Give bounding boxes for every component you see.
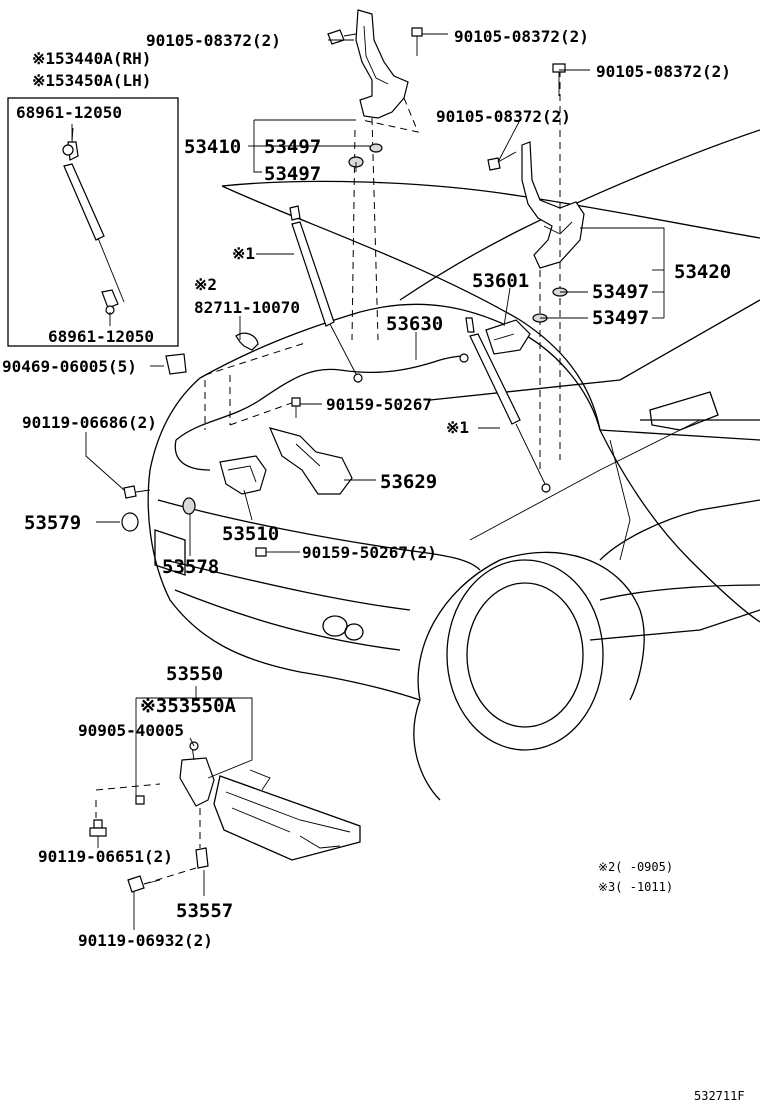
- label-mark1-b: ※1: [446, 418, 469, 437]
- label-90159-50267-b: 90159-50267(2): [302, 543, 437, 562]
- label-90105-08372-a: 90105-08372(2): [146, 31, 281, 50]
- label-53557: 53557: [176, 900, 233, 922]
- radiator-support-panel: [213, 769, 361, 861]
- label-90905-40005: 90905-40005: [78, 721, 184, 740]
- label-90105-08372-d: 90105-08372(2): [436, 107, 571, 126]
- label-53497-a: 53497: [264, 136, 321, 158]
- callout-labels: 90105-08372(2) 90105-08372(2) 90105-0837…: [2, 27, 745, 1103]
- footnote-mark2: ※2( -0905): [598, 860, 673, 874]
- support-struts: [289, 205, 551, 493]
- label-90119-06686: 90119-06686(2): [22, 413, 157, 432]
- label-mark2: ※2: [194, 275, 217, 294]
- label-53629: 53629: [380, 471, 437, 493]
- label-53601: 53601: [472, 270, 529, 292]
- label-53579: 53579: [24, 512, 81, 534]
- bolt-icons: [89, 27, 566, 893]
- label-53630: 53630: [386, 313, 443, 335]
- lower-hood-lock: [95, 741, 215, 885]
- label-53497-b: 53497: [264, 163, 321, 185]
- label-53550a: ※353550A: [140, 695, 237, 717]
- leader-lines: [71, 33, 665, 930]
- label-90469-06005: 90469-06005(5): [2, 357, 137, 376]
- label-90105-08372-b: 90105-08372(2): [454, 27, 589, 46]
- hood-latch-assembly: [165, 319, 531, 495]
- inset-support-strut: [7, 97, 179, 347]
- label-82711-10070: 82711-10070: [194, 298, 300, 317]
- label-53497-c: 53497: [592, 281, 649, 303]
- label-53578: 53578: [162, 556, 219, 578]
- illustration-code: 532711F: [694, 1089, 745, 1103]
- label-53550: 53550: [166, 663, 223, 685]
- label-53410: 53410: [184, 136, 241, 158]
- label-90119-06932: 90119-06932(2): [78, 931, 213, 950]
- label-53440a: ※153440A(RH): [32, 49, 151, 68]
- label-90119-06651: 90119-06651(2): [38, 847, 173, 866]
- label-53497-d: 53497: [592, 307, 649, 329]
- label-53420: 53420: [674, 261, 731, 283]
- release-cable: [174, 332, 469, 471]
- label-68961-12050-top: 68961-12050: [16, 103, 122, 122]
- footnote-mark3: ※3( -1011): [598, 880, 673, 894]
- label-90105-08372-c: 90105-08372(2): [596, 62, 731, 81]
- label-68961-12050-bottom: 68961-12050: [48, 327, 154, 346]
- label-53450a: ※153450A(LH): [32, 71, 151, 90]
- hood-hinge-right: [521, 70, 585, 470]
- label-90159-50267-a: 90159-50267: [326, 395, 432, 414]
- vehicle-outline: [147, 129, 760, 801]
- hood-hinge-left: [351, 9, 419, 341]
- label-mark1-a: ※1: [232, 244, 255, 263]
- label-53510: 53510: [222, 523, 279, 545]
